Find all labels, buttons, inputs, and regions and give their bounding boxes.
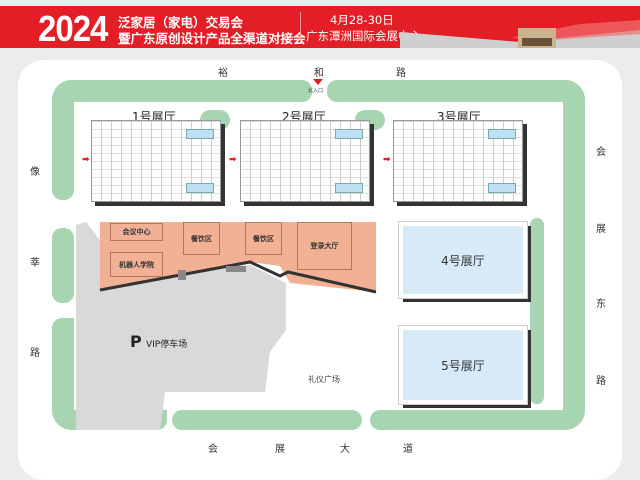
road-label-west: 像: [30, 167, 40, 178]
green-belt: [52, 80, 312, 102]
hall-3-floorplan[interactable]: [393, 120, 523, 202]
green-belt: [327, 80, 585, 102]
event-venue: 广东潭洲国际会展中心: [306, 29, 421, 43]
road-label-west: 莘: [30, 258, 40, 269]
north-entrance-label: 北入口: [308, 88, 324, 94]
booth-block: [335, 129, 363, 139]
hall-1-floorplan[interactable]: [91, 120, 221, 202]
road-label-north: 路: [396, 68, 406, 79]
hall-4[interactable]: 4号展厅: [398, 221, 528, 299]
road-label-south: 大: [340, 444, 350, 455]
road-label-north: 裕: [218, 68, 228, 79]
vip-parking-label: VIP停车场: [146, 340, 188, 350]
event-title-line2: 暨广东原创设计产品全渠道对接会: [118, 31, 306, 46]
event-year: 2024: [38, 8, 108, 49]
road-label-east: 展: [596, 224, 606, 235]
green-belt: [563, 80, 585, 430]
green-belt: [530, 218, 544, 404]
road-label-east: 路: [596, 376, 606, 387]
green-belt: [52, 80, 74, 200]
green-belt: [52, 318, 74, 430]
parking-icon: P: [130, 332, 142, 351]
zone-robot-academy[interactable]: 机器人学院: [110, 252, 163, 277]
hall-5[interactable]: 5号展厅: [398, 325, 528, 405]
zone-dining-2[interactable]: 餐饮区: [245, 222, 282, 255]
road-label-west: 路: [30, 348, 40, 359]
green-belt: [52, 228, 74, 303]
venue-building-illustration: [400, 20, 640, 48]
divider: [300, 12, 301, 42]
zone-registration-lobby[interactable]: 登录大厅: [297, 222, 352, 270]
road-label-south: 道: [403, 444, 413, 455]
entrance-arrow-icon: [313, 79, 323, 85]
booth-block: [186, 183, 214, 193]
arrow-right-icon: ➡: [82, 155, 90, 165]
zone-dining-1[interactable]: 餐饮区: [183, 222, 220, 255]
exhibition-support-zone: [100, 222, 376, 292]
green-belt: [370, 410, 585, 430]
booth-block: [335, 183, 363, 193]
zone-meeting-center[interactable]: 会议中心: [110, 223, 163, 241]
green-belt: [172, 410, 362, 430]
road-label-south: 会: [208, 444, 218, 455]
road-label-north: 和: [314, 68, 324, 79]
road-label-south: 展: [275, 444, 285, 455]
ceremony-plaza-label: 礼仪广场: [308, 375, 340, 384]
event-date: 4月28-30日: [330, 13, 394, 27]
booth-block: [488, 183, 516, 193]
arrow-right-icon: ➡: [383, 155, 391, 165]
hall-2-floorplan[interactable]: [240, 120, 370, 202]
road-label-east: 东: [596, 299, 606, 310]
booth-block: [186, 129, 214, 139]
parking-area: [76, 222, 286, 430]
road-label-east: 会: [596, 147, 606, 158]
event-title-line1: 泛家居（家电）交易会: [118, 15, 244, 30]
booth-block: [488, 129, 516, 139]
arrow-right-icon: ➡: [229, 155, 237, 165]
central-complex: [76, 222, 377, 430]
header-banner: 2024 泛家居（家电）交易会 暨广东原创设计产品全渠道对接会 4月28-30日…: [0, 6, 640, 49]
